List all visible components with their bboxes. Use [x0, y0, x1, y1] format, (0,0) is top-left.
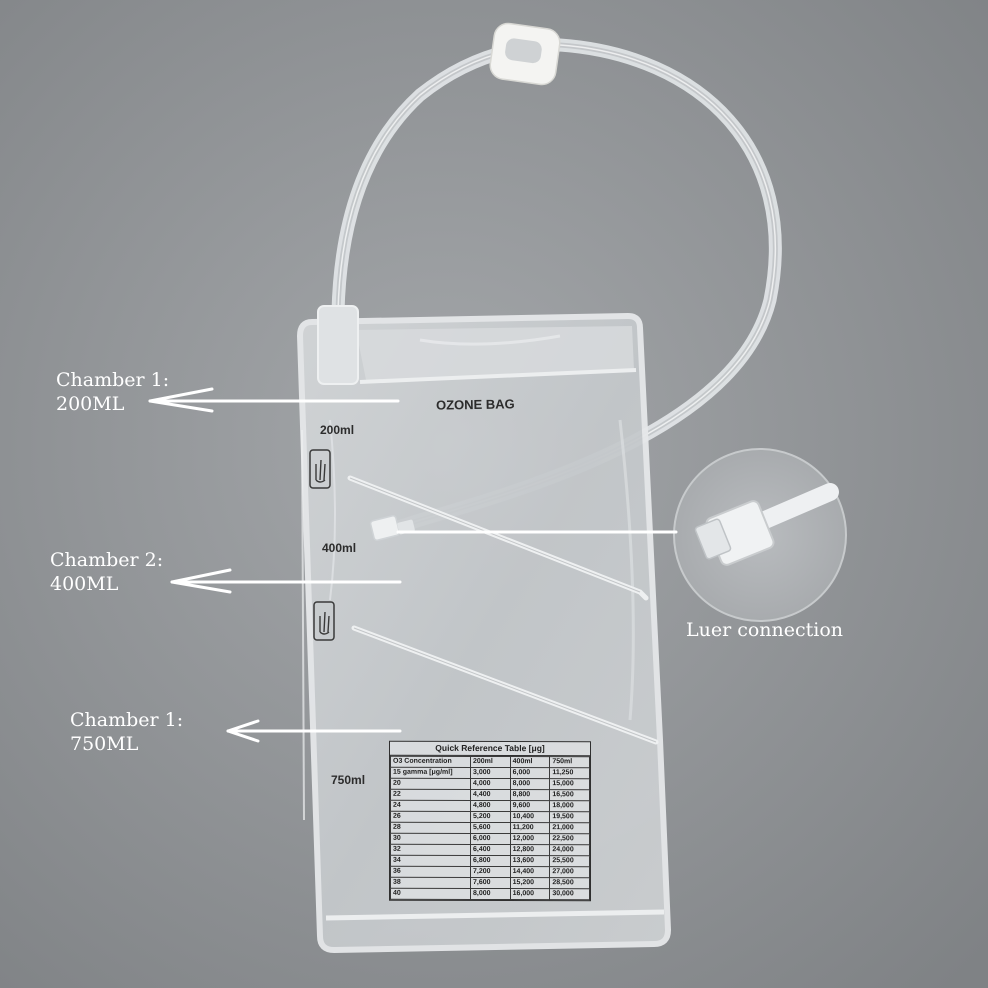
- column-header: 750ml: [549, 756, 590, 768]
- table-cell: 30,000: [549, 888, 590, 900]
- bag-title: OZONE BAG: [435, 396, 515, 413]
- table-cell: 9,600: [510, 800, 550, 812]
- table-cell: 22: [390, 789, 471, 801]
- chamber-3-label: Chamber 1: 750ML: [70, 708, 183, 756]
- table-cell: 40: [390, 888, 471, 900]
- table-cell: 7,600: [470, 877, 511, 889]
- table-cell: 13,600: [510, 855, 550, 867]
- table-cell: 34: [390, 855, 471, 867]
- table-cell: 27,000: [549, 866, 590, 878]
- table-cell: 20: [390, 778, 471, 790]
- chamber-1-label: Chamber 1: 200ML: [56, 368, 169, 416]
- table-cell: 8,000: [470, 888, 511, 900]
- table-cell: 18,000: [549, 800, 590, 812]
- chamber-1-volume: 200ML: [56, 393, 125, 415]
- table-cell: 6,800: [470, 855, 511, 867]
- chamber-3-volume: 750ML: [70, 733, 139, 755]
- reference-table-title: Quick Reference Table [μg]: [390, 741, 590, 757]
- table-cell: 32: [390, 844, 471, 856]
- table-cell: 8,800: [510, 789, 550, 801]
- table-cell: 36: [390, 866, 471, 878]
- table-cell: 11,200: [510, 822, 550, 834]
- table-cell: 14,400: [510, 866, 550, 878]
- chamber-1-title: Chamber 1:: [56, 369, 170, 391]
- table-cell: 10,400: [510, 811, 550, 823]
- table-cell: 4,800: [470, 800, 511, 812]
- hand-icon: [313, 601, 335, 641]
- table-cell: 24,000: [549, 844, 590, 856]
- reference-table-grid: O3 Concentration 200ml 400ml 750ml 15 ga…: [390, 756, 590, 901]
- hand-icon: [309, 449, 331, 489]
- annotation-arrows: [148, 387, 678, 743]
- quick-reference-table: Quick Reference Table [μg] O3 Concentrat…: [389, 740, 591, 902]
- volume-mark-200: 200ml: [320, 423, 355, 437]
- table-cell: 28,500: [549, 877, 590, 889]
- table-cell: 12,800: [510, 844, 550, 856]
- table-cell: 15,000: [549, 778, 590, 790]
- tube-clamp: [489, 22, 561, 86]
- column-header: O3 Concentration: [390, 756, 471, 768]
- table-cell: 30: [390, 833, 471, 845]
- table-cell: 21,000: [549, 822, 590, 834]
- table-header-row: O3 Concentration 200ml 400ml 750ml: [390, 756, 590, 768]
- chamber-3-title: Chamber 1:: [70, 709, 184, 731]
- table-cell: 6,400: [470, 844, 511, 856]
- volume-mark-750: 750ml: [331, 773, 366, 787]
- table-cell: 16,000: [510, 888, 550, 900]
- table-cell: 16,500: [549, 789, 590, 801]
- table-cell: 8,000: [510, 778, 550, 790]
- volume-mark-400: 400ml: [322, 541, 357, 555]
- luer-magnifier: [673, 448, 847, 622]
- table-cell: 28: [390, 822, 471, 834]
- table-cell: 19,500: [549, 811, 590, 823]
- chamber-2-title: Chamber 2:: [50, 549, 164, 571]
- table-cell: 6,000: [510, 767, 550, 779]
- table-cell: 25,500: [549, 855, 590, 867]
- table-cell: 22,500: [549, 833, 590, 845]
- table-cell: 12,000: [510, 833, 550, 845]
- chamber-2-label: Chamber 2: 400ML: [50, 548, 163, 596]
- table-cell: 26: [390, 811, 471, 823]
- luer-connection-label: Luer connection: [686, 619, 844, 641]
- table-cell: 38: [390, 877, 471, 889]
- table-cell: 24: [390, 800, 471, 812]
- table-cell: 7,200: [470, 866, 511, 878]
- column-header: 200ml: [470, 756, 511, 768]
- table-cell: 4,400: [470, 789, 511, 801]
- table-cell: 4,000: [470, 778, 511, 790]
- column-header: 400ml: [510, 756, 550, 768]
- table-cell: 6,000: [470, 833, 511, 845]
- table-cell: 3,000: [470, 767, 511, 779]
- table-cell: 15 gamma [μg/ml]: [390, 767, 471, 779]
- chamber-2-volume: 400ML: [50, 573, 119, 595]
- table-cell: 15,200: [510, 877, 550, 889]
- table-cell: 11,250: [549, 767, 590, 779]
- table-cell: 5,600: [470, 822, 511, 834]
- table-cell: 5,200: [470, 811, 511, 823]
